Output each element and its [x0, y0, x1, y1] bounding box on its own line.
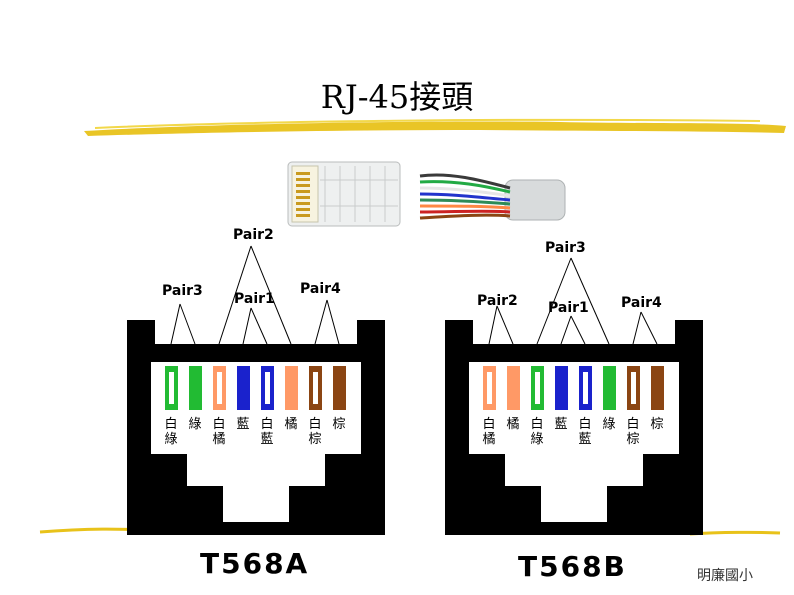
- wire-label-1-4-0: 白: [578, 417, 592, 432]
- wire-pin-0-3: [237, 366, 250, 410]
- rj45-plug-image: [287, 161, 401, 227]
- standard-label-a: T568A: [200, 547, 310, 580]
- pair4-bracket-line-0-1: [326, 299, 340, 345]
- pair2-bracket-line-1-1: [496, 305, 514, 345]
- title-underline-stroke: [84, 121, 786, 136]
- wire-pin-1-1: [507, 366, 520, 410]
- pair2-bracket-line-0-0: [218, 245, 252, 345]
- connector-window-0: [151, 362, 361, 414]
- pair4-bracket-line-0-0: [314, 299, 328, 345]
- pair4-label-a: Pair4: [300, 281, 341, 297]
- wire-label-1-2-0: 白: [530, 417, 544, 432]
- pair1-bracket-line-1-1: [570, 315, 586, 345]
- wire-stripe-0-2: [217, 372, 222, 404]
- pair3-bracket-line-0-0: [170, 303, 181, 345]
- title-underline-stroke-2: [94, 118, 761, 129]
- pair1-bracket-line-1-0: [560, 315, 572, 345]
- wire-pin-0-5: [285, 366, 298, 410]
- wire-label-0-1-0: 綠: [188, 417, 202, 432]
- wire-label-1-6-1: 棕: [626, 432, 640, 447]
- wire-label-0-4-1: 藍: [260, 432, 274, 447]
- wire-pin-0-1: [189, 366, 202, 410]
- wire-stripe-1-0: [487, 372, 492, 404]
- wire-pin-1-7: [651, 366, 664, 410]
- wire-pin-1-5: [603, 366, 616, 410]
- pair1-label-b: Pair1: [548, 300, 589, 316]
- pair4-bracket-line-1-0: [632, 311, 642, 345]
- pair2-label-a: Pair2: [233, 227, 274, 243]
- connector-cutout-1: [469, 414, 679, 522]
- wire-label-0-3-0: 藍: [236, 417, 250, 432]
- wire-label-1-6-0: 白: [626, 417, 640, 432]
- wire-label-0-7-0: 棕: [332, 417, 346, 432]
- wire-label-0-5-0: 橘: [284, 417, 298, 432]
- wire-pin-0-7: [333, 366, 346, 410]
- pair2-label-b: Pair2: [477, 293, 518, 309]
- wire-label-1-0-0: 白: [482, 417, 496, 432]
- pair1-bracket-line-0-1: [250, 307, 268, 345]
- wire-label-1-7-0: 棕: [650, 417, 664, 432]
- footer-school-name: 明廉國小: [697, 568, 753, 584]
- wire-pin-1-3: [555, 366, 568, 410]
- pair1-label-a: Pair1: [234, 291, 275, 307]
- pair3-bracket-line-1-0: [536, 257, 572, 345]
- wire-stripe-1-2: [535, 372, 540, 404]
- wire-label-1-1-0: 橘: [506, 417, 520, 432]
- pair2-bracket-line-0-1: [250, 245, 292, 345]
- pair3-label-a: Pair3: [162, 283, 203, 299]
- wire-stripe-1-6: [631, 372, 636, 404]
- standard-label-b: T568B: [518, 550, 627, 583]
- pair3-bracket-line-0-1: [179, 303, 196, 345]
- page-title: RJ-45接頭: [320, 78, 474, 116]
- wire-label-1-0-1: 橘: [482, 432, 496, 447]
- wire-label-0-6-0: 白: [308, 417, 322, 432]
- wire-stripe-0-6: [313, 372, 318, 404]
- wire-stripe-0-0: [169, 372, 174, 404]
- pair1-bracket-line-0-0: [242, 307, 252, 345]
- pair4-bracket-line-1-1: [640, 311, 658, 345]
- wire-label-0-6-1: 棕: [308, 432, 322, 447]
- connector-window-1: [469, 362, 679, 414]
- pair3-label-b: Pair3: [545, 240, 586, 256]
- wire-label-1-2-1: 綠: [530, 432, 544, 447]
- wire-label-0-4-0: 白: [260, 417, 274, 432]
- connector-cutout-0: [151, 414, 361, 522]
- wire-label-1-4-1: 藍: [578, 432, 592, 447]
- wire-label-1-3-0: 藍: [554, 417, 568, 432]
- wire-label-0-0-0: 白: [164, 417, 178, 432]
- wire-stripe-1-4: [583, 372, 588, 404]
- cable-image: [419, 173, 566, 221]
- wire-stripe-0-4: [265, 372, 270, 404]
- wire-label-0-0-1: 綠: [164, 432, 178, 447]
- wire-label-0-2-0: 白: [212, 417, 226, 432]
- pair4-label-b: Pair4: [621, 295, 662, 311]
- pair2-bracket-line-1-0: [488, 305, 498, 345]
- pair3-bracket-line-1-1: [570, 257, 610, 345]
- wire-label-1-5-0: 綠: [602, 417, 616, 432]
- wire-label-0-2-1: 橘: [212, 432, 226, 447]
